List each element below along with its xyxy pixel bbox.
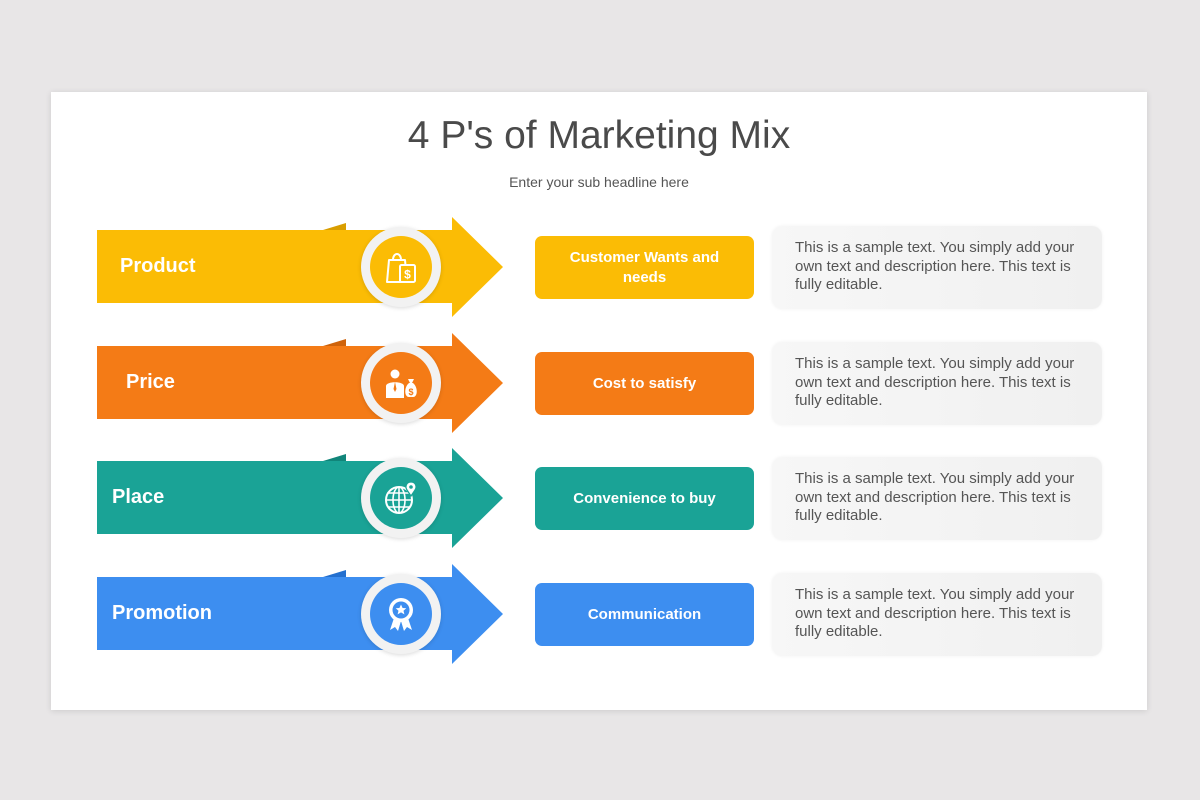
shopping-bag-dollar-icon: $ [386,253,416,283]
label-place: Place [112,486,165,508]
outcome-promotion: Communication [535,583,754,646]
globe-location-pin-icon [385,481,417,514]
band-product [97,230,347,303]
slide-subtitle: Enter your sub headline here [509,174,689,190]
outcome-place: Convenience to buy [535,467,754,530]
icon-ring-product: $ [361,227,441,307]
description-promotion: This is a sample text. You simply add yo… [772,573,1102,656]
label-promotion: Promotion [112,602,212,624]
description-product: This is a sample text. You simply add yo… [772,226,1102,309]
slide-title: 4 P's of Marketing Mix [407,114,791,157]
band-place [97,461,347,534]
description-place: This is a sample text. You simply add yo… [772,457,1102,540]
person-money-bag-icon: $ [386,369,417,398]
row-promotion: Promotion Communication This is a sample… [51,564,1147,664]
row-price: Price $ Cost to satisfy This is a sample… [51,333,1147,433]
label-price: Price [126,371,175,393]
svg-text:$: $ [404,268,411,282]
description-price: This is a sample text. You simply add yo… [772,342,1102,425]
outcome-product: Customer Wants and needs [535,236,754,299]
outcome-price: Cost to satisfy [535,352,754,415]
award-badge-icon [389,598,413,631]
label-product: Product [120,255,196,277]
icon-ring-promotion [361,574,441,654]
icon-ring-place [361,458,441,538]
band-price [97,346,347,419]
band-promotion [97,577,347,650]
row-product: Product $ Customer Wants and needs This … [51,217,1147,317]
svg-text:$: $ [408,387,413,397]
row-place: Place Convenience to buy This is a sampl… [51,448,1147,548]
icon-ring-price: $ [361,343,441,423]
slide: 4 P's of Marketing Mix Enter your sub he… [51,92,1147,710]
